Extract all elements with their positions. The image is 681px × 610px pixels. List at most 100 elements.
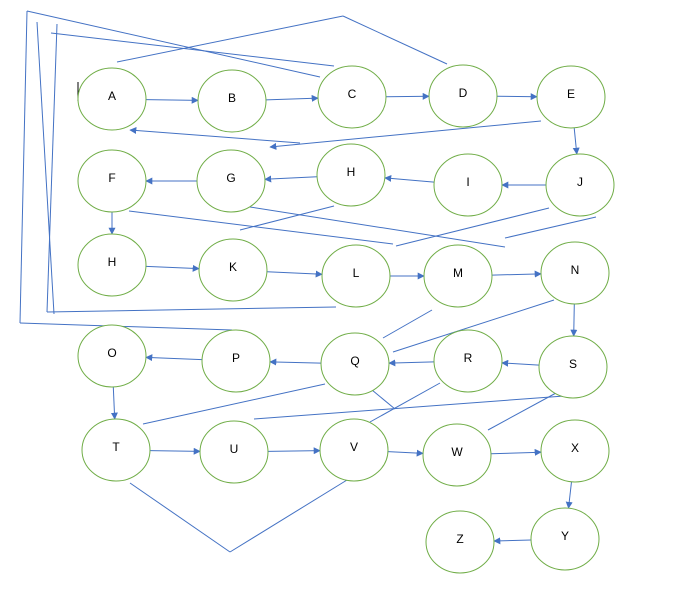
node-circle xyxy=(422,423,492,487)
connector-line xyxy=(229,479,348,553)
node-circle xyxy=(425,510,495,574)
node-circle xyxy=(545,153,615,217)
connector-line xyxy=(26,10,321,78)
node-o: O xyxy=(77,324,147,388)
connector-line xyxy=(19,322,233,331)
node-label: N xyxy=(571,263,580,277)
node-label: A xyxy=(108,89,116,103)
node-label: I xyxy=(466,175,469,189)
node-circle xyxy=(540,419,610,483)
arrow-k-l xyxy=(266,270,323,278)
node-circle xyxy=(81,418,151,482)
node-h2: H xyxy=(77,233,147,297)
arrow-m-n xyxy=(491,270,542,278)
node-label: O xyxy=(107,346,116,360)
connector-line xyxy=(371,389,396,410)
node-label: H xyxy=(347,165,356,179)
arrow-e-j xyxy=(572,127,580,155)
connector-line xyxy=(50,32,335,67)
node-l: L xyxy=(321,244,391,308)
node-circle xyxy=(198,238,268,302)
node-label: U xyxy=(230,442,239,456)
node-circle xyxy=(201,329,271,393)
node-s: S xyxy=(538,335,608,399)
connector-line xyxy=(395,207,550,247)
arrow-p-o xyxy=(145,354,203,362)
connector-line xyxy=(19,10,28,324)
node-w: W xyxy=(422,423,492,487)
node-z: Z xyxy=(425,510,495,574)
node-m: M xyxy=(423,244,493,308)
node-u: U xyxy=(199,420,269,484)
node-q: Q xyxy=(320,332,390,396)
connector-line xyxy=(129,482,231,553)
arrow-o-t xyxy=(110,386,118,420)
node-c: C xyxy=(317,65,387,129)
node-circle xyxy=(77,149,147,213)
arrow-b-c xyxy=(265,94,319,102)
connector-line xyxy=(128,210,394,245)
node-label: V xyxy=(350,440,358,454)
node-label: M xyxy=(453,266,463,280)
node-e: E xyxy=(536,65,606,129)
node-g: G xyxy=(196,149,266,213)
arrow-v-w xyxy=(387,449,424,457)
node-circle xyxy=(77,233,147,297)
node-circle xyxy=(196,149,266,213)
arrow-u-v xyxy=(267,447,321,455)
node-circle xyxy=(197,69,267,133)
connector-lines xyxy=(19,10,597,553)
node-label: W xyxy=(451,445,463,459)
node-d: D xyxy=(428,64,498,128)
node-circle xyxy=(319,418,389,482)
node-p: P xyxy=(201,329,271,393)
node-t: T xyxy=(81,418,151,482)
arrow-return-g xyxy=(269,120,542,150)
arrow-h1-g xyxy=(264,175,318,183)
node-label: G xyxy=(226,171,235,185)
node-b: B xyxy=(197,69,267,133)
node-y: Y xyxy=(530,507,600,571)
connector-line xyxy=(382,309,433,339)
node-v: V xyxy=(319,418,389,482)
node-label: S xyxy=(569,357,577,371)
connector-line xyxy=(392,299,555,353)
node-circle xyxy=(423,244,493,308)
node-a: A xyxy=(77,67,147,131)
node-label: C xyxy=(348,87,357,101)
connector-line xyxy=(142,383,326,425)
node-r: R xyxy=(433,329,503,393)
node-circle xyxy=(536,65,606,129)
connector-line xyxy=(253,394,579,420)
node-circle xyxy=(538,335,608,399)
arrow-return-a xyxy=(129,126,301,144)
node-k: K xyxy=(198,238,268,302)
arrow-t-u xyxy=(149,447,201,455)
node-n: N xyxy=(540,241,610,305)
node-j: J xyxy=(545,153,615,217)
node-circle xyxy=(317,65,387,129)
node-label: H xyxy=(108,255,117,269)
node-f: F xyxy=(77,149,147,213)
arrow-y-z xyxy=(493,537,532,545)
node-circle xyxy=(320,332,390,396)
node-label: E xyxy=(567,87,575,101)
node-label: F xyxy=(108,171,115,185)
node-label: X xyxy=(571,441,579,455)
node-label: P xyxy=(232,351,240,365)
node-label: B xyxy=(228,91,236,105)
arrow-i-h1 xyxy=(384,174,435,183)
node-circle xyxy=(428,64,498,128)
connector-line xyxy=(342,15,448,65)
node-label: Y xyxy=(561,529,569,543)
node-h1: H xyxy=(316,143,386,207)
node-label: Q xyxy=(350,354,359,368)
connector-line xyxy=(369,382,441,423)
arrow-s-r xyxy=(501,359,540,367)
node-circle xyxy=(540,241,610,305)
node-circle xyxy=(530,507,600,571)
arrow-a-b xyxy=(145,96,199,104)
arrow-h2-k xyxy=(145,264,200,272)
